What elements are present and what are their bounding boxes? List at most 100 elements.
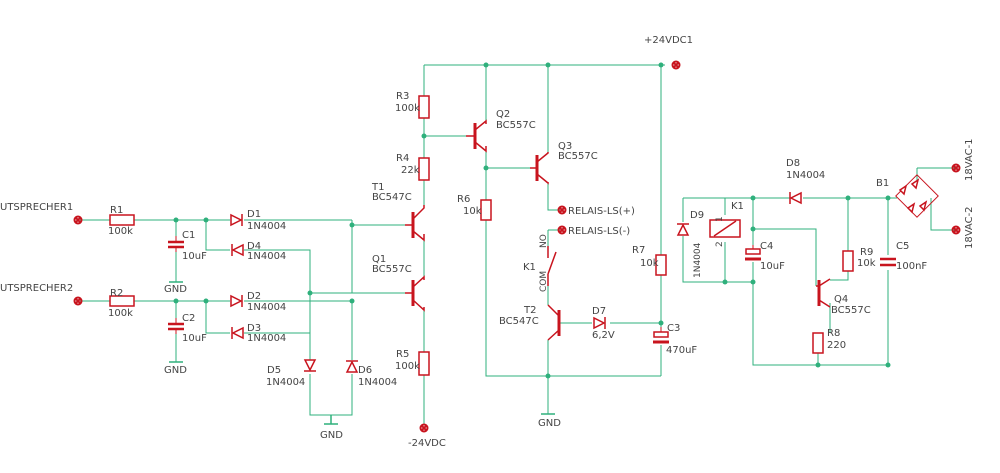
- label-r9-name: R9: [860, 247, 873, 258]
- label-c4-value: 10uF: [760, 261, 785, 272]
- label-q1-name: Q1: [372, 254, 386, 265]
- label-r7-name: R7: [632, 245, 645, 256]
- label-r8-name: R8: [827, 328, 840, 339]
- diode-d2: [230, 294, 243, 308]
- label-c3-name: C3: [667, 323, 680, 334]
- label-d4-name: D4: [247, 241, 261, 252]
- diode-d3: [231, 326, 244, 340]
- pad-ac2: [951, 225, 961, 235]
- label-r5-name: R5: [396, 349, 409, 360]
- label-r3-name: R3: [396, 91, 409, 102]
- label-k1-pin2: 2: [715, 241, 725, 247]
- label-r4-value: 22k: [401, 165, 420, 176]
- label-d5-value: 1N4004: [266, 377, 305, 388]
- transistor-t1: [405, 205, 425, 242]
- label-c2-value: 10uF: [182, 333, 207, 344]
- diode-d7: [593, 316, 606, 330]
- transistor-q2: [466, 119, 487, 153]
- label-gnd1: GND: [164, 284, 187, 295]
- components: [109, 95, 939, 376]
- label-t1-value: BC547C: [372, 192, 412, 203]
- relay-coil-k1: [709, 219, 741, 238]
- label-r5-value: 100k: [395, 361, 420, 372]
- label-d2-value: 1N4004: [247, 302, 286, 313]
- label-r4-name: R4: [396, 153, 409, 164]
- label-q1-value: BC557C: [372, 264, 412, 275]
- resistor-r7: [655, 254, 667, 276]
- label-q2-name: Q2: [496, 109, 510, 120]
- label-c1-value: 10uF: [182, 251, 207, 262]
- label-d3-value: 1N4004: [247, 333, 286, 344]
- label-d2-name: D2: [247, 291, 261, 302]
- label-d8-name: D8: [786, 158, 800, 169]
- transistor-q3: [530, 152, 549, 185]
- label-k1-name: K1: [731, 201, 744, 212]
- bridge-rectifier-b1: [895, 174, 939, 218]
- label-net-vplus: +24VDC1: [644, 35, 693, 46]
- label-t2-name: T2: [523, 305, 536, 316]
- label-relais-plus: RELAIS-LS(+): [568, 206, 635, 217]
- label-net-ac2: 18VAC-2: [964, 206, 975, 249]
- transistor-q4: [816, 278, 831, 308]
- pad-speaker2: [73, 296, 83, 306]
- diode-d4: [231, 243, 244, 257]
- label-q2-value: BC557C: [496, 120, 536, 131]
- ground-symbols: [169, 281, 555, 425]
- diode-d6: [345, 360, 359, 373]
- transistor-q1: [405, 275, 425, 312]
- label-r1-name: R1: [110, 205, 123, 216]
- pad-speaker1: [73, 215, 83, 225]
- pad-ac1: [951, 163, 961, 173]
- label-c4-name: C4: [760, 241, 773, 252]
- labels: UTSPRECHER1 UTSPRECHER2 R1 100k R2 100k …: [0, 35, 975, 449]
- label-c5-name: C5: [896, 241, 909, 252]
- resistor-r9: [842, 250, 854, 272]
- resistor-r6: [480, 199, 492, 221]
- junctions: [173, 62, 891, 379]
- resistor-r3: [418, 95, 430, 119]
- label-d8-value: 1N4004: [786, 170, 825, 181]
- label-d6-name: D6: [358, 365, 372, 376]
- label-gnd4: GND: [538, 418, 561, 429]
- pad-vplus: [671, 60, 681, 70]
- pad-relais-minus: [557, 225, 567, 235]
- label-r9-value: 10k: [857, 258, 876, 269]
- capacitor-c4: [745, 245, 761, 261]
- resistor-r1: [109, 214, 135, 226]
- label-k1a-no: NO: [539, 234, 549, 248]
- label-t2-value: BC547C: [499, 316, 539, 327]
- label-r6-value: 10k: [463, 206, 482, 217]
- label-r7-value: 10k: [640, 258, 659, 269]
- label-net-speaker1: UTSPRECHER1: [0, 202, 73, 213]
- label-d3-name: D3: [247, 323, 261, 334]
- label-relais-minus: RELAIS-LS(-): [568, 226, 630, 237]
- label-d1-value: 1N4004: [247, 221, 286, 232]
- label-c3-value: 470uF: [666, 345, 697, 356]
- label-t1-name: T1: [371, 182, 384, 193]
- label-d4-value: 1N4004: [247, 251, 286, 262]
- relay-contact-k1: [547, 246, 557, 286]
- label-d9-name: D9: [690, 210, 704, 221]
- label-c1-name: C1: [182, 230, 195, 241]
- label-q4-value: BC557C: [831, 305, 871, 316]
- resistor-r8: [812, 332, 824, 354]
- capacitor-c5: [880, 257, 896, 267]
- label-gnd2: GND: [164, 365, 187, 376]
- label-c2-name: C2: [182, 313, 195, 324]
- diode-d9: [676, 223, 690, 236]
- diode-d5: [303, 359, 317, 372]
- label-net-ac1: 18VAC-1: [964, 138, 975, 181]
- label-d1-name: D1: [247, 209, 261, 220]
- transistor-t2: [547, 304, 561, 341]
- resistor-r2: [109, 295, 135, 307]
- label-d5-name: D5: [267, 365, 281, 376]
- diode-d8: [789, 191, 802, 205]
- label-d9-value: 1N4004: [693, 242, 703, 278]
- label-r2-name: R2: [110, 288, 123, 299]
- capacitor-c3: [653, 327, 669, 344]
- label-d7-value: 6,2V: [592, 330, 615, 341]
- resistor-r4: [418, 157, 430, 181]
- wires: [80, 64, 956, 425]
- label-q3-name: Q3: [558, 141, 572, 152]
